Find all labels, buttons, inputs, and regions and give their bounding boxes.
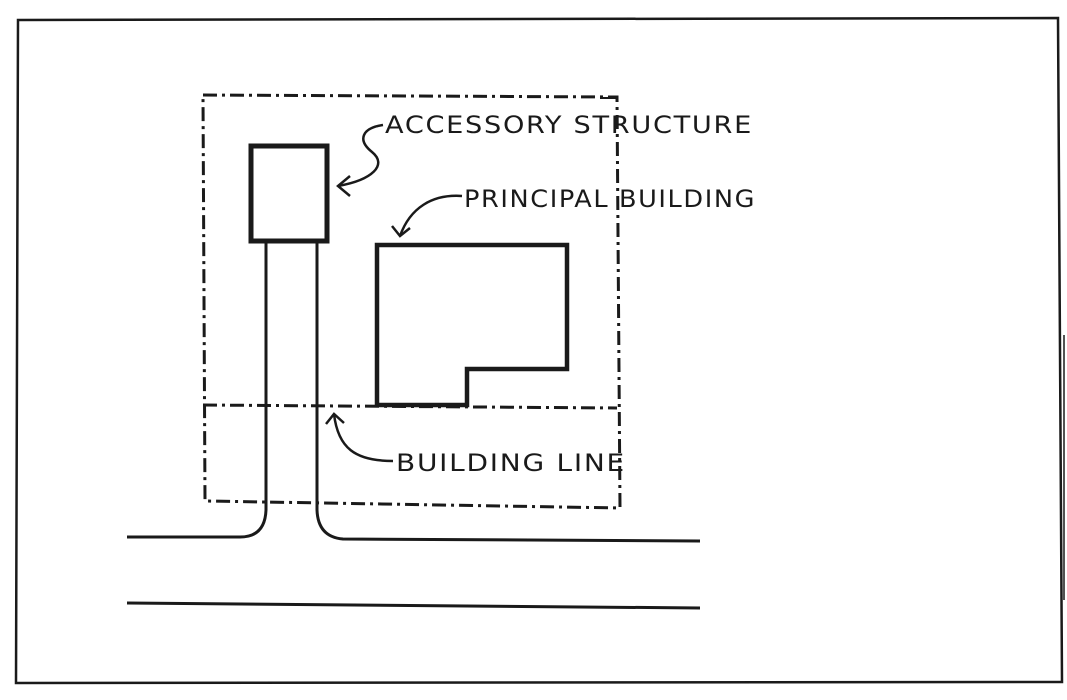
accessory-structure-box <box>248 143 330 244</box>
frame-border <box>14 16 1064 685</box>
building-line-leader-line <box>332 413 394 463</box>
principal-building-label: PRINCIPAL BUILDING <box>464 185 756 213</box>
principal-building-outline <box>374 242 570 408</box>
street-line <box>126 601 701 610</box>
accessory-leader-arrowhead <box>336 175 351 197</box>
principal-leader-arrowhead <box>391 225 411 238</box>
building-line-leader-arrowhead <box>325 412 345 425</box>
building-line-label: BUILDING LINE <box>396 449 626 477</box>
driveway-left-edge <box>127 243 268 539</box>
accessory-leader-line <box>337 123 384 188</box>
lot-boundary <box>201 93 622 510</box>
building-line <box>202 403 618 410</box>
principal-leader-line <box>398 194 463 237</box>
accessory-structure-label: ACCESSORY STRUCTURE <box>385 111 753 139</box>
driveway-right-edge <box>315 243 701 543</box>
